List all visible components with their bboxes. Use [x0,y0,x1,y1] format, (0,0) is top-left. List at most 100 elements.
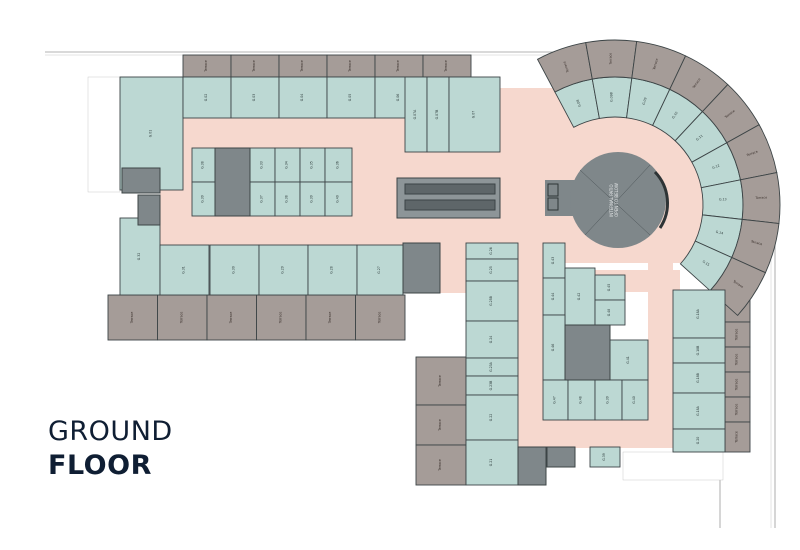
unit-shape [182,76,232,119]
unit: G.24 [465,320,519,359]
unit: G.33 [249,147,276,183]
terrace: Terrace [157,294,208,341]
service-cores [121,147,611,486]
terrace-label: Terrace [438,459,442,472]
unit: G.29 [258,244,309,296]
terrace-label: Terrace [444,60,448,73]
terrace-label: Terrace [229,312,233,325]
terrace-shape [724,346,751,373]
unit-shape [448,76,501,153]
unit-shape [594,299,626,326]
unit-label: G.01 [149,130,153,138]
unit-label: G.43 [551,257,555,265]
unit: G.26 [465,242,519,260]
unit-label: G.23B [489,381,493,391]
terrace: Terrace [256,294,307,341]
patio-label-1: INTERNAL PATIO [609,184,614,217]
terrace-label: Terrace [723,109,735,120]
unit-label: G.18A [696,405,700,416]
unit-label: G.39 [602,453,606,461]
terrace-shape [355,294,406,341]
unit: G.36 [324,147,353,183]
terrace: Terrace [415,444,467,486]
unit-shape [672,428,726,453]
unit: G.37 [249,181,276,217]
unit: G.05 [326,76,376,119]
terrace: Terrace [206,294,257,341]
svg-text:INTERNAL PATIO OPEN TO B: INTERNAL PATIO OPEN TO BELOW [609,183,619,217]
unit-label: G.18B [696,373,700,383]
terrace: Terrace [739,172,781,225]
unit-shape [589,446,621,468]
unit-shape [672,362,726,394]
terrace-shape [724,396,751,423]
unit: G.39 [589,446,621,468]
internal-patio: INTERNAL PATIO OPEN TO BELOW [545,152,669,248]
unit: G.21 [465,439,519,486]
unit-label: G.10 [671,111,679,119]
unit-shape [274,181,301,217]
unit: G.23A [465,357,519,377]
title-floor: FLOOR [48,450,152,481]
unit-label: G.03 [252,94,256,102]
unit: G.34 [274,147,301,183]
terrace-shape [305,294,356,341]
terrace-label: Terrace [377,312,381,325]
unit: G.23B [465,375,519,396]
stair-core-middle [402,242,441,294]
terrace: Terrace [415,356,467,406]
patio-label-2: OPEN TO BELOW [614,183,619,217]
unit-shape [324,181,353,217]
terrace-label: Terrace [278,312,282,325]
terrace-label: Terrace [735,404,739,417]
unit-label: G.45 [607,284,611,292]
terrace-label: Terrace [608,53,612,66]
terrace-label: Terrace [735,329,739,342]
terrace: Terrace [724,396,751,423]
unit: G.03 [230,76,280,119]
terrace-label: Terrace [735,354,739,367]
terrace: Terrace [182,54,232,78]
unit-label: G.18B [696,346,700,356]
unit: G.02 [182,76,232,119]
unit-shape [278,76,328,119]
terrace-label: Terrace [562,61,570,74]
toilet-core [564,324,611,381]
unit: G.38 [274,181,301,217]
unit: G.40 [324,181,353,217]
unit-label: G.20 [696,437,700,445]
unit-label: G.48 [579,396,583,404]
unit: G.32 [119,217,161,296]
unit: G.48 [567,379,596,421]
unit-shape [672,392,726,430]
unit: G.20 [672,428,726,453]
unit: G.46 [542,314,566,381]
curved-wing: G.08TerraceG.09BTerraceG.09TerraceG.10Te… [536,39,781,317]
unit-shape [258,244,309,296]
title-ground: GROUND [48,416,173,447]
unit-shape [326,76,376,119]
unit-shape [672,337,726,364]
unit-label: G.46 [551,344,555,352]
unit: G.25B [465,280,519,322]
unit-label: G.44 [551,293,555,301]
terrace: Terrace [724,421,751,453]
terrace: Terrace [355,294,406,341]
terrace-label: Terrace [735,431,739,444]
central-core [214,147,251,217]
lift-core-bottom [546,446,576,468]
stair-core-bottom [517,446,547,486]
unit-label: G.39 [606,396,610,404]
unit-shape [119,217,161,296]
terrace-shape [724,371,751,398]
unit-shape [230,76,280,119]
stair-core-left [121,167,161,194]
unit: G.30 [209,244,260,296]
unit-shape [249,181,276,217]
terrace: Terrace [724,321,751,348]
unit-label: G.24 [489,336,493,344]
unit: G.18B [672,337,726,364]
terrace-label: Terrace [204,60,208,73]
unit: G.41 [609,339,649,381]
